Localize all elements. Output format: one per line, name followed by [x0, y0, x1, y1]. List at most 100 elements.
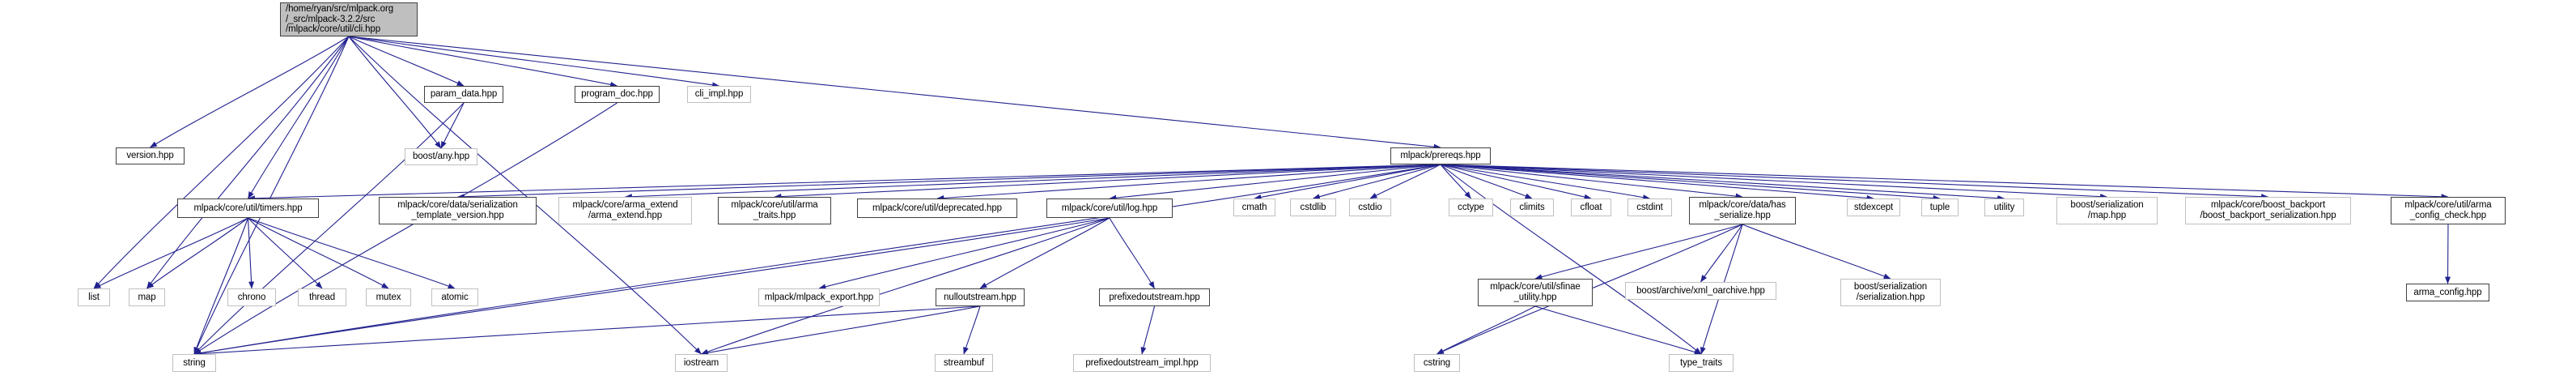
- edge-prereqs-to-boost_ser_map: [1440, 164, 2108, 200]
- graph-node-prefixedout[interactable]: prefixedoutstream.hpp: [1099, 288, 1210, 306]
- edge-root-to-iostream: [348, 36, 702, 355]
- edge-prereqs-to-tuple: [1440, 164, 1941, 201]
- edge-group: [93, 36, 2451, 357]
- graph-node-arma_config[interactable]: arma_config.hpp: [2406, 284, 2489, 301]
- edge-prereqs-to-cstdio: [1369, 164, 1441, 199]
- graph-node-nulloutstream[interactable]: nulloutstream.hpp: [936, 288, 1025, 306]
- graph-node-tuple[interactable]: tuple: [1921, 199, 1959, 216]
- edge-root-to-string: [193, 36, 350, 355]
- edge-prereqs-to-log: [1109, 164, 1441, 201]
- graph-node-prereqs[interactable]: mlpack/prereqs.hpp: [1390, 147, 1491, 164]
- edge-prereqs-to-cctype: [1440, 164, 1471, 199]
- edge-timers-to-atomic: [248, 217, 456, 289]
- edge-has_serialize-to-sfinae: [1534, 224, 1743, 280]
- edge-prereqs-to-arma_traits: [774, 164, 1441, 200]
- edge-timers-to-string: [193, 217, 249, 355]
- graph-node-timers[interactable]: mlpack/core/util/timers.hpp: [177, 199, 319, 218]
- graph-node-log[interactable]: mlpack/core/util/log.hpp: [1046, 199, 1173, 218]
- graph-node-boost_backport[interactable]: mlpack/core/boost_backport /boost_backpo…: [2185, 197, 2351, 224]
- edge-timers-to-map: [146, 217, 248, 289]
- graph-node-has_serialize[interactable]: mlpack/core/data/has _serialize.hpp: [1689, 197, 1796, 224]
- graph-node-boost_any[interactable]: boost/any.hpp: [405, 148, 477, 165]
- edge-prereqs-to-stdexcept: [1440, 164, 1874, 201]
- graph-node-sfinae[interactable]: mlpack/core/util/sfinae _utility.hpp: [1478, 279, 1593, 306]
- graph-node-iostream[interactable]: iostream: [675, 354, 728, 372]
- graph-node-ser_tmpl_ver[interactable]: mlpack/core/data/serialization _template…: [379, 197, 537, 224]
- edge-log-to-nulloutstream: [979, 217, 1110, 289]
- edge-prereqs-to-arma_extend: [624, 164, 1441, 200]
- graph-node-version[interactable]: version.hpp: [116, 147, 185, 164]
- edge-log-to-string: [193, 217, 1110, 357]
- edge-prereqs-to-climits: [1440, 164, 1533, 199]
- graph-node-type_traits[interactable]: type_traits: [1669, 354, 1734, 372]
- edge-root-to-version: [149, 36, 350, 148]
- graph-node-list[interactable]: list: [78, 288, 110, 306]
- edge-nulloutstream-to-string: [193, 305, 981, 357]
- edge-prefixedout-to-prefixed_impl: [1140, 305, 1156, 355]
- edge-root-to-prereqs: [348, 36, 1441, 150]
- edge-prereqs-to-cmath: [1254, 164, 1441, 200]
- edge-prereqs-to-arma_cfg_chk: [1440, 164, 2449, 200]
- edge-nulloutstream-to-streambuf: [963, 305, 981, 355]
- graph-node-cstdint[interactable]: cstdint: [1628, 199, 1672, 216]
- edge-prereqs-to-deprecated: [936, 164, 1441, 201]
- graph-node-string[interactable]: string: [172, 354, 216, 372]
- edge-timers-to-chrono: [247, 217, 255, 289]
- edge-timers-to-thread: [248, 217, 323, 289]
- graph-node-xml_oarchive[interactable]: boost/archive/xml_oarchive.hpp: [1625, 282, 1776, 300]
- edge-arma_cfg_chk-to-arma_config: [2445, 224, 2451, 284]
- graph-node-cstring[interactable]: cstring: [1414, 354, 1460, 372]
- edge-prereqs-to-timers: [247, 164, 1441, 202]
- graph-node-root[interactable]: /home/ryan/src/mlpack.org /_src/mlpack-3…: [280, 2, 418, 36]
- graph-node-cstdlib[interactable]: cstdlib: [1290, 199, 1336, 216]
- graph-node-param_data[interactable]: param_data.hpp: [424, 86, 503, 103]
- graph-node-stdexcept[interactable]: stdexcept: [1847, 199, 1900, 216]
- graph-node-cmath[interactable]: cmath: [1233, 199, 1275, 216]
- graph-node-arma_traits[interactable]: mlpack/core/util/arma _traits.hpp: [718, 197, 831, 224]
- graph-node-cfloat[interactable]: cfloat: [1571, 199, 1611, 216]
- graph-node-map[interactable]: map: [129, 288, 165, 306]
- graph-node-boost_ser_map[interactable]: boost/serialization /map.hpp: [2056, 197, 2158, 224]
- edge-prereqs-to-ser_tmpl_ver: [456, 164, 1441, 200]
- edge-log-to-prefixedout: [1109, 217, 1155, 289]
- edge-prereqs-to-cstdint: [1440, 164, 1651, 200]
- edge-prereqs-to-boost_backport: [1440, 164, 2269, 200]
- edge-param_data-to-string: [193, 102, 465, 355]
- edge-root-to-timers: [248, 36, 350, 199]
- graph-node-mlpack_export[interactable]: mlpack/mlpack_export.hpp: [758, 288, 880, 306]
- edge-root-to-cli_impl: [348, 36, 720, 88]
- graph-node-chrono[interactable]: chrono: [227, 288, 276, 306]
- edge-prereqs-to-cstdlib: [1312, 164, 1441, 200]
- edge-nulloutstream-to-iostream: [700, 305, 981, 356]
- edge-has_serialize-to-xml_oarchive: [1700, 224, 1743, 283]
- edge-sfinae-to-type_traits: [1534, 305, 1702, 355]
- graph-node-climits[interactable]: climits: [1510, 199, 1554, 216]
- edge-sfinae-to-cstring: [1436, 305, 1536, 355]
- graph-node-arma_cfg_chk[interactable]: mlpack/core/util/arma _config_check.hpp: [2391, 197, 2506, 224]
- edge-prereqs-to-type_traits: [1440, 164, 1702, 355]
- edge-root-to-param_data: [348, 36, 465, 87]
- graph-node-boost_ser_ser[interactable]: boost/serialization /serialization.hpp: [1840, 279, 1941, 306]
- edge-prereqs-to-string: [193, 164, 1441, 357]
- graph-node-mutex[interactable]: mutex: [366, 288, 411, 306]
- graph-node-program_doc[interactable]: program_doc.hpp: [575, 86, 660, 103]
- graph-node-atomic[interactable]: atomic: [431, 288, 478, 306]
- graph-node-cstdio[interactable]: cstdio: [1349, 199, 1391, 216]
- edge-program_doc-to-string: [193, 102, 617, 355]
- graph-node-thread[interactable]: thread: [298, 288, 346, 306]
- graph-node-arma_extend[interactable]: mlpack/core/arma_extend /arma_extend.hpp: [558, 197, 692, 224]
- edge-prereqs-to-cfloat: [1440, 164, 1592, 200]
- edge-prereqs-to-has_serialize: [1440, 164, 1743, 199]
- graph-node-prefixed_impl[interactable]: prefixedoutstream_impl.hpp: [1073, 354, 1211, 372]
- graph-node-utility[interactable]: utility: [1984, 199, 2024, 216]
- edge-log-to-iostream: [700, 217, 1110, 355]
- graph-node-streambuf[interactable]: streambuf: [935, 354, 993, 372]
- graph-node-cctype[interactable]: cctype: [1449, 199, 1493, 216]
- graph-node-cli_impl[interactable]: cli_impl.hpp: [687, 86, 751, 103]
- edge-param_data-to-boost_any: [440, 102, 465, 149]
- edge-root-to-program_doc: [348, 36, 618, 88]
- graph-node-deprecated[interactable]: mlpack/core/util/deprecated.hpp: [857, 199, 1017, 218]
- edge-prereqs-to-utility: [1440, 164, 2005, 201]
